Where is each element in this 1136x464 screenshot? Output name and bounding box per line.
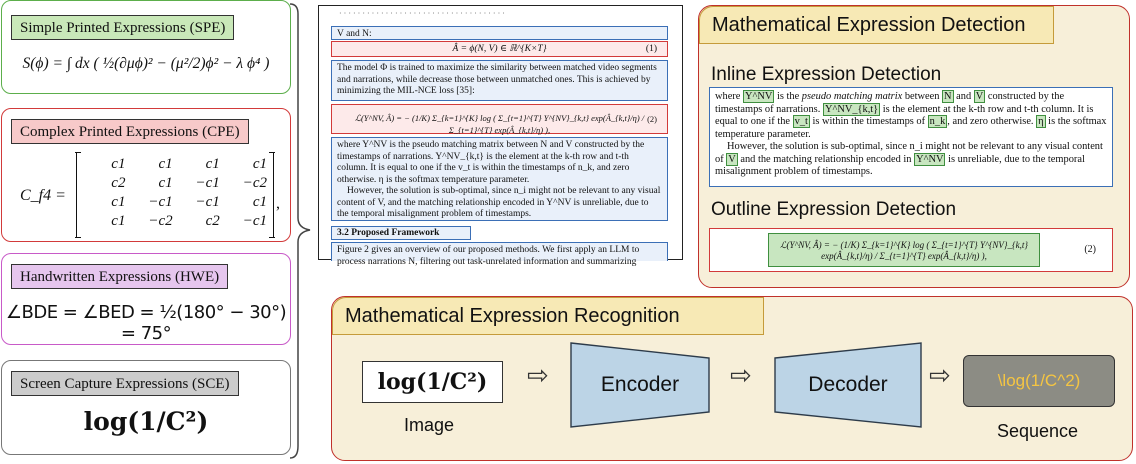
document-page: · · · · · · · · · · · · · · · · · · · · … bbox=[318, 5, 683, 267]
matrix-cell: c1 bbox=[111, 213, 126, 229]
inline-para2: However, the solution is sub-optimal, si… bbox=[715, 141, 1107, 179]
doc-eq2: ℒ(Y^NV, Â) = − (1/K) Σ_{k=1}^{K} log ( Σ… bbox=[331, 104, 668, 135]
matrix-row: c1 −c2 c2 −c1 bbox=[85, 212, 273, 231]
inline-math-box: n_k bbox=[927, 115, 948, 128]
outline-eq-num: (2) bbox=[1084, 244, 1096, 255]
image-caption: Image bbox=[404, 415, 455, 435]
spe-card: Simple Printed Expressions (SPE) S(ϕ) = … bbox=[1, 0, 291, 94]
matrix-row: c2 c1 −c1 −c2 bbox=[85, 174, 273, 193]
cpe-matrix: c1 c1 c1 c1 c2 c1 −c1 −c2 c1 −c1 −c1 c1 c1 −c2 c2 −c1 bbox=[75, 152, 275, 238]
sce-formula: log(1/C²) bbox=[83, 407, 209, 436]
inline-text: constructed by the timestamps of narrati… bbox=[715, 91, 1065, 115]
inline-text: is the element at the k-th row and t-th … bbox=[715, 103, 1094, 128]
outline-eq: ℒ(Y^NV, Â) = − (1/K) Σ_{k=1}^{K} log ( Σ… bbox=[780, 240, 1028, 261]
outline-eq-highlight: ℒ(Y^NV, Â) = − (1/K) Σ_{k=1}^{K} log ( Σ… bbox=[768, 233, 1040, 267]
encoder-label: Encoder bbox=[600, 373, 680, 396]
detection-panel: Mathematical Expression Detection Inline… bbox=[698, 5, 1130, 288]
spe-formula: S(ϕ) = ∫ dx ( ½(∂μϕ)² − (μ²/2)ϕ² − λ ϕ⁴ … bbox=[22, 55, 270, 72]
matrix-cell: −c1 bbox=[148, 194, 173, 210]
outline-detection-box: ℒ(Y^NV, Â) = − (1/K) Σ_{k=1}^{K} log ( Σ… bbox=[709, 228, 1113, 272]
sce-card: Screen Capture Expressions (SCE) log(1/C… bbox=[1, 360, 291, 455]
encoder-trapezoid bbox=[570, 342, 710, 428]
doc-para1: The model Φ is trained to maximize the s… bbox=[331, 60, 668, 101]
matrix-cell: c1 bbox=[252, 194, 267, 210]
cpe-lhs: C_f4 = bbox=[20, 187, 66, 204]
spe-label: Simple Printed Expressions (SPE) bbox=[11, 15, 235, 40]
matrix-cell: −c2 bbox=[242, 175, 267, 191]
inline-text: is the softmax temperature parameter. bbox=[715, 116, 1107, 140]
matrix-cell: −c1 bbox=[242, 213, 267, 229]
inline-math-box: η bbox=[1036, 115, 1046, 128]
inline-math-box: Y^NV_{k,t} bbox=[822, 102, 881, 116]
recognition-panel: Mathematical Expression Recognition log(… bbox=[331, 296, 1133, 461]
matrix-cell: c1 bbox=[158, 175, 173, 191]
inline-text: , and zero otherwise. bbox=[947, 116, 1037, 127]
sce-label: Screen Capture Expressions (SCE) bbox=[11, 371, 239, 396]
matrix-cell: −c2 bbox=[148, 213, 173, 229]
doc-eq2-body: ℒ(Y^NV, Â) = − (1/K) Σ_{k=1}^{K} log ( Σ… bbox=[354, 113, 645, 135]
matrix-cell: c1 bbox=[111, 156, 126, 172]
recognition-title: Mathematical Expression Recognition bbox=[332, 297, 764, 335]
outline-detection-title: Outline Expression Detection bbox=[711, 199, 957, 220]
hwe-label: Handwritten Expressions (HWE) bbox=[11, 264, 229, 289]
doc-eq1-body: Â = ϕ(N, V) ∈ ℝ^{K×T} bbox=[452, 44, 547, 54]
hwe-formula: ∠BDE = ∠BED = ½(180° − 30°) = 75° bbox=[5, 302, 287, 344]
inline-text: pseudo matching matrix bbox=[801, 91, 903, 102]
inline-math-box: N bbox=[942, 90, 954, 103]
doc-eq2-num: (2) bbox=[647, 114, 657, 124]
doc-para2: where Y^NV is the pseudo matching matrix… bbox=[331, 137, 668, 221]
matrix-cell: c1 bbox=[205, 156, 220, 172]
input-image-box: log(1/C²) bbox=[362, 361, 503, 403]
inline-text: and bbox=[953, 91, 974, 102]
decoder-label: Decoder bbox=[808, 373, 888, 396]
doc-top-text: V and N: bbox=[331, 26, 668, 40]
doc-para2-text: where Y^NV is the pseudo matching matrix… bbox=[337, 140, 645, 185]
arrow-right-icon: ⇨ bbox=[527, 361, 549, 391]
inline-text: is within the timestamps of bbox=[809, 116, 928, 127]
cpe-card: Complex Printed Expressions (CPE) C_f4 =… bbox=[1, 108, 291, 242]
doc-section: 3.2 Proposed Framework bbox=[331, 226, 471, 240]
inline-text: between bbox=[902, 91, 943, 102]
inline-math-box: V bbox=[973, 90, 986, 103]
matrix-cell: c2 bbox=[111, 175, 126, 191]
inline-text: is the bbox=[774, 91, 802, 102]
curly-brace bbox=[289, 3, 311, 459]
inline-math-box: Y^NV bbox=[914, 152, 946, 166]
inline-text: However, the solution is sub-optimal, si… bbox=[715, 141, 1103, 165]
matrix-cell: c2 bbox=[205, 213, 220, 229]
inline-math-box: v_t bbox=[792, 115, 810, 128]
matrix-cell: c1 bbox=[111, 194, 126, 210]
sequence-text: \log(1/C^2) bbox=[997, 371, 1081, 390]
inline-text: where bbox=[715, 91, 743, 102]
inline-text: and the matching relationship encoded in bbox=[737, 153, 915, 165]
doc-eq1: Â = ϕ(N, V) ∈ ℝ^{K×T} (1) bbox=[331, 41, 668, 57]
inline-para1: where Y^NV is the pseudo matching matrix… bbox=[715, 90, 1107, 141]
matrix-cell: −c1 bbox=[195, 194, 220, 210]
matrix-cell: c1 bbox=[252, 156, 267, 172]
matrix-cell: c1 bbox=[158, 156, 173, 172]
inline-detection-box: where Y^NV is the pseudo matching matrix… bbox=[709, 87, 1113, 187]
sequence-box: \log(1/C^2) bbox=[963, 355, 1115, 407]
matrix-row: c1 −c1 −c1 c1 bbox=[85, 193, 273, 212]
input-image-formula: log(1/C²) bbox=[377, 369, 488, 395]
arrow-right-icon: ⇨ bbox=[929, 361, 951, 391]
inline-math-box: V bbox=[726, 152, 738, 166]
doc-cut-top: · · · · · · · · · · · · · · · · · · · · … bbox=[339, 9, 505, 14]
cpe-matrix-table: c1 c1 c1 c1 c2 c1 −c1 −c2 c1 −c1 −c1 c1 c1 −c2 c2 −c1 bbox=[85, 155, 273, 231]
doc-eq1-num: (1) bbox=[645, 44, 657, 54]
matrix-cell: −c1 bbox=[195, 175, 220, 191]
decoder-trapezoid bbox=[774, 342, 922, 428]
sequence-caption: Sequence bbox=[997, 421, 1079, 441]
cpe-label: Complex Printed Expressions (CPE) bbox=[11, 119, 249, 144]
hwe-card: Handwritten Expressions (HWE) ∠BDE = ∠BE… bbox=[1, 253, 291, 345]
cpe-comma: , bbox=[276, 195, 280, 212]
doc-para4: Figure 2 gives an overview of our propos… bbox=[331, 242, 668, 267]
detection-title: Mathematical Expression Detection bbox=[699, 6, 1054, 44]
arrow-right-icon: ⇨ bbox=[730, 361, 752, 391]
inline-text: is unreliable, due to the temporal misal… bbox=[715, 153, 1085, 178]
matrix-row: c1 c1 c1 c1 bbox=[85, 155, 273, 174]
doc-para3-text: However, the solution is sub-optimal, si… bbox=[337, 186, 661, 219]
inline-math-box: Y^NV bbox=[742, 90, 775, 103]
inline-detection-title: Inline Expression Detection bbox=[711, 64, 942, 85]
